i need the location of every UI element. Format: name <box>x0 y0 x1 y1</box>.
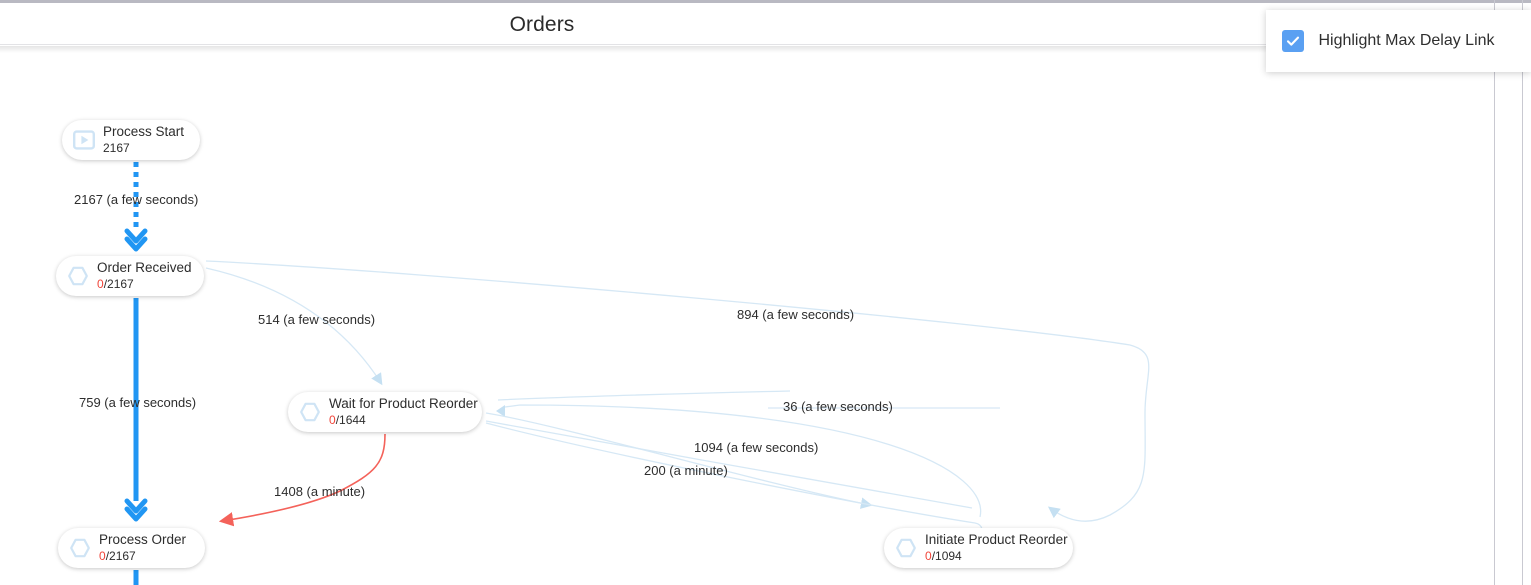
node-process-order[interactable]: Process Order 0/2167 <box>58 528 205 568</box>
node-title: Order Received <box>97 260 192 276</box>
checkmark-icon <box>1286 36 1300 46</box>
hexagon-icon <box>66 264 90 288</box>
edge-label-wait-to-process-order[interactable]: 1408 (a minute) <box>274 484 366 499</box>
highlight-max-delay-panel[interactable]: Highlight Max Delay Link <box>1266 10 1531 72</box>
node-title: Process Order <box>99 532 187 548</box>
edge-faint-return-lines <box>497 390 791 401</box>
hexagon-icon <box>894 536 918 560</box>
node-text: Order Received 0/2167 <box>97 261 208 291</box>
edge-wait-to-initiate[interactable] <box>485 412 873 509</box>
graph-canvas[interactable]: Process Start 2167 Order Received 0/2167 <box>0 53 1531 585</box>
node-metric-failed: 0 <box>925 548 932 563</box>
node-text: Process Start 2167 <box>103 125 200 155</box>
hexagon-icon <box>298 400 322 424</box>
edge-process-order-to-initiate[interactable] <box>485 420 983 542</box>
page-title: Orders <box>509 13 575 36</box>
edge-wait-to-process-order-max-delay[interactable] <box>218 433 386 527</box>
edge-label-wait-to-initiate[interactable]: 1094 (a few seconds) <box>694 440 819 455</box>
panel-divider-left <box>1494 0 1495 585</box>
edge-received-to-process-order[interactable] <box>124 298 148 522</box>
node-metric-failed: 0 <box>329 412 336 427</box>
node-metrics: 0/2167 <box>97 276 134 291</box>
node-metrics: 2167 <box>103 140 130 155</box>
edge-label-process-order-to-initiate[interactable]: 200 (a minute) <box>644 463 728 478</box>
node-text: Initiate Product Reorder 0/1094 <box>925 533 1084 563</box>
node-metric-total: 1094 <box>935 548 962 563</box>
highlight-max-delay-checkbox[interactable] <box>1282 30 1304 52</box>
node-metrics: 0/1094 <box>925 548 962 563</box>
node-wait-for-product-reorder[interactable]: Wait for Product Reorder 0/1644 <box>288 392 482 432</box>
node-metric-failed: 0 <box>99 548 106 563</box>
edge-label-received-to-wait[interactable]: 514 (a few seconds) <box>258 312 376 327</box>
node-process-start[interactable]: Process Start 2167 <box>62 120 200 160</box>
node-metric-total: 1644 <box>339 412 366 427</box>
node-text: Wait for Product Reorder 0/1644 <box>329 397 494 427</box>
window-top-rule <box>0 0 1531 3</box>
edge-label-received-to-process-order[interactable]: 759 (a few seconds) <box>79 395 197 410</box>
node-text: Process Order 0/2167 <box>99 533 202 563</box>
edge-received-to-wait[interactable] <box>205 267 383 386</box>
edge-label-received-to-initiate[interactable]: 894 (a few seconds) <box>737 307 855 322</box>
node-metrics: 0/2167 <box>99 548 136 563</box>
edge-layer <box>124 162 1150 585</box>
edge-label-start-to-received[interactable]: 2167 (a few seconds) <box>74 192 199 207</box>
node-title: Wait for Product Reorder <box>329 396 478 412</box>
play-icon <box>72 128 96 152</box>
edge-start-to-received[interactable] <box>124 162 148 252</box>
node-metric-total: 2167 <box>107 276 134 291</box>
node-order-received[interactable]: Order Received 0/2167 <box>56 256 204 296</box>
node-title: Process Start <box>103 124 185 140</box>
edge-initiate-to-wait[interactable] <box>496 404 1000 518</box>
edge-received-to-initiate[interactable] <box>205 260 1150 522</box>
highlight-max-delay-label: Highlight Max Delay Link <box>1318 32 1495 49</box>
node-metrics: 0/1644 <box>329 412 366 427</box>
panel-divider-right <box>1522 0 1523 585</box>
node-title: Initiate Product Reorder <box>925 532 1068 548</box>
node-initiate-product-reorder[interactable]: Initiate Product Reorder 0/1094 <box>884 528 1073 568</box>
hexagon-icon <box>68 536 92 560</box>
edge-label-initiate-to-wait[interactable]: 36 (a few seconds) <box>783 399 893 414</box>
node-metric-total: 2167 <box>109 548 136 563</box>
node-metric-failed: 0 <box>97 276 104 291</box>
